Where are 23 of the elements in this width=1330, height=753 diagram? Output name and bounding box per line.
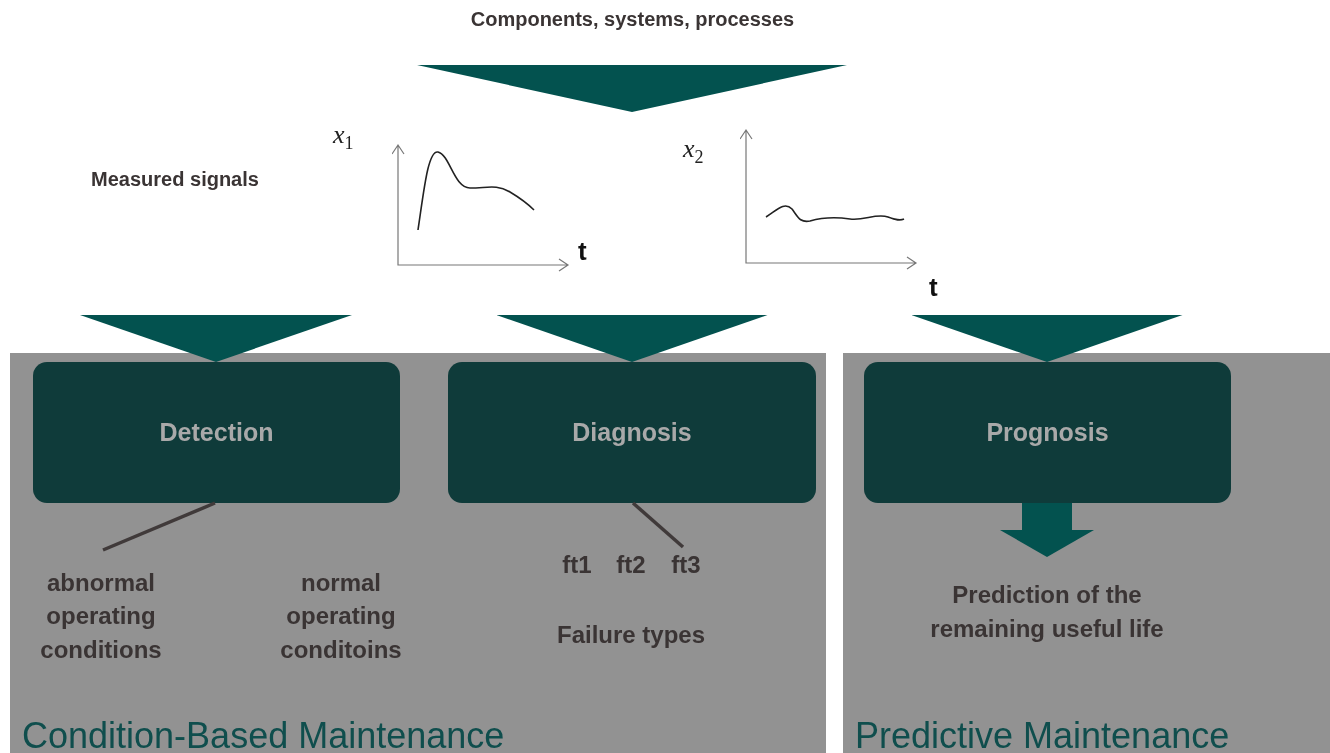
connector-line [631, 501, 685, 549]
outcome-text: abnormal operating conditions [26, 550, 176, 682]
caption-text: Failure types [531, 618, 731, 652]
panel-heading: Condition-Based Maintenance [22, 715, 505, 753]
signal-label: x$_{2}$ [683, 134, 704, 169]
maintenance-panel [843, 353, 1330, 753]
process-box: Detection [33, 362, 400, 503]
chevron-arrow [417, 65, 847, 112]
signal-label: x$_{1}$ [333, 120, 354, 155]
maintenance-panel [10, 353, 826, 753]
process-box: Diagnosis [448, 362, 816, 503]
failure-type-text: ft1 [555, 547, 599, 583]
axis-label: t [578, 236, 587, 267]
outcome-text: Prediction of the remaining useful life [897, 557, 1197, 667]
panel-heading: Predictive Maintenance [855, 715, 1230, 753]
block-arrow [1000, 503, 1094, 557]
title-text: Components, systems, processes [380, 4, 885, 34]
failure-type-text: ft2 [609, 547, 653, 583]
outcome-text: normal operating conditoins [266, 550, 416, 682]
process-box: Prognosis [864, 362, 1231, 503]
connector-line [102, 501, 216, 552]
caption-text: Measured signals [70, 164, 280, 194]
failure-type-text: ft3 [664, 547, 708, 583]
